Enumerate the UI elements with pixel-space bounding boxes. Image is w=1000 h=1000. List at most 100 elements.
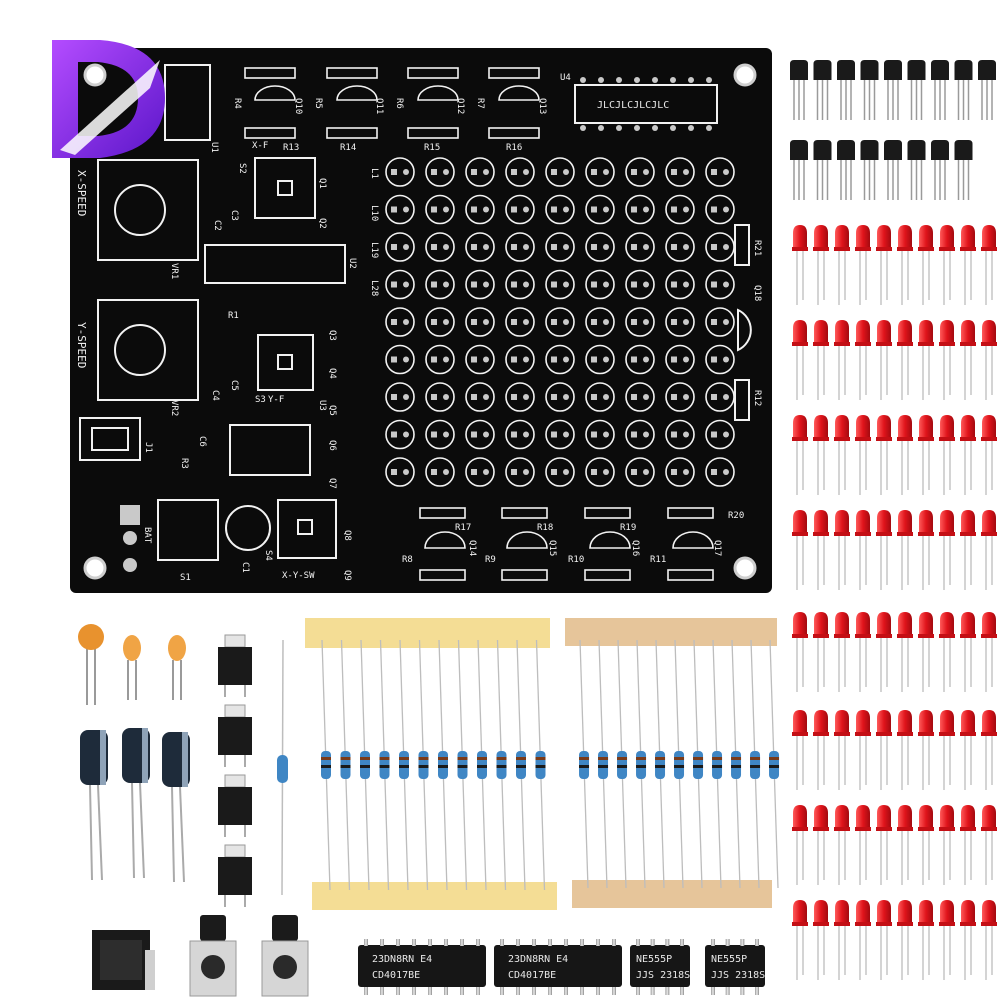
led-pad — [511, 469, 517, 475]
dc-jack — [92, 930, 155, 990]
led-pad — [723, 469, 729, 475]
led-pad — [643, 431, 649, 438]
led-pad — [551, 169, 557, 175]
led-pad — [723, 394, 729, 400]
label-q5: Q5 — [327, 405, 337, 416]
led-pad — [643, 169, 649, 175]
led-footprint — [385, 344, 415, 375]
led-rim — [813, 437, 829, 441]
ic-pin — [412, 987, 416, 995]
led-pad — [643, 206, 649, 213]
led-rim — [834, 827, 850, 831]
led-pad — [511, 244, 517, 250]
led-pad — [671, 281, 677, 288]
ic-ne555-2: NE555P JJS 2318S — [705, 945, 765, 987]
red-led — [877, 320, 891, 345]
led-pad — [631, 244, 637, 250]
label-q12: Q12 — [455, 98, 465, 114]
label-q15: Q15 — [547, 540, 557, 556]
led-pad — [591, 469, 597, 475]
led-pad — [711, 469, 717, 475]
label-r21: R21 — [752, 240, 762, 256]
led-footprint — [465, 194, 495, 225]
switch-cap — [224, 634, 246, 648]
resistor-band — [636, 765, 647, 768]
transistor — [884, 140, 902, 160]
led-pad — [603, 431, 609, 438]
led-footprint — [545, 307, 575, 337]
red-led — [877, 710, 891, 735]
led-footprint — [625, 382, 655, 412]
transistor — [907, 140, 926, 160]
led-footprint — [505, 232, 535, 262]
ic-2-line-1: 23DN8RN E4 — [508, 954, 568, 965]
led-footprint — [465, 307, 495, 337]
transistor — [931, 60, 949, 80]
resistor-band — [617, 765, 628, 768]
led-pad — [591, 281, 597, 288]
transistor — [860, 140, 879, 160]
led-pad — [551, 394, 557, 400]
led-footprint — [625, 307, 655, 337]
led-footprint — [665, 194, 695, 225]
resistor-footprint — [326, 67, 378, 79]
switch-body — [218, 717, 252, 755]
led-pad — [471, 356, 477, 363]
ceramic-capacitors — [78, 624, 186, 705]
led-pad — [591, 431, 597, 438]
led-rim — [792, 634, 808, 638]
led-rim — [834, 922, 850, 926]
label-r11: R11 — [650, 555, 666, 565]
led-pad — [403, 394, 409, 400]
c1-footprint — [225, 505, 271, 551]
resistor-band — [496, 765, 507, 768]
resistor-band — [674, 765, 685, 768]
ic-pin — [665, 939, 670, 946]
led-rim — [897, 532, 913, 536]
red-led — [919, 510, 933, 535]
red-led — [856, 225, 870, 250]
led-footprint — [505, 307, 535, 337]
resistor-footprint — [419, 507, 466, 519]
red-led — [793, 415, 807, 440]
resistor-band — [769, 765, 780, 768]
label-x-f: X-F — [252, 141, 268, 151]
ic-pin — [650, 987, 655, 995]
transistor — [954, 60, 973, 80]
led-footprint — [585, 232, 615, 262]
red-led — [898, 225, 912, 250]
led-pad — [443, 281, 449, 288]
resistor-band — [535, 757, 546, 760]
resistor-band — [379, 757, 390, 760]
red-led — [919, 415, 933, 440]
led-footprint — [425, 419, 455, 450]
led-pad — [723, 431, 729, 438]
led-pad — [391, 469, 397, 475]
resistor-band — [731, 765, 742, 768]
led-pad — [431, 169, 437, 175]
resistor-band — [340, 757, 351, 760]
u3-footprint — [229, 424, 311, 476]
led-pad — [471, 169, 477, 175]
led-footprint — [665, 382, 695, 412]
red-led — [793, 510, 807, 535]
led-pad — [723, 281, 729, 288]
label-j1: J1 — [143, 442, 153, 453]
label-q11: Q11 — [374, 98, 384, 114]
transistor-footprint — [336, 85, 378, 101]
led-footprint — [505, 344, 535, 375]
red-led — [919, 710, 933, 735]
led-pad — [563, 356, 569, 363]
transistor — [978, 60, 996, 80]
led-pad — [603, 394, 609, 400]
resistor-footprint — [584, 569, 631, 581]
led-pad — [671, 169, 677, 175]
ic-pin — [516, 987, 520, 995]
red-led — [877, 415, 891, 440]
led-pad — [391, 319, 397, 325]
transistor — [813, 140, 832, 160]
led-rim — [939, 532, 955, 536]
resistor-band — [399, 757, 409, 760]
u4-pad — [670, 77, 676, 83]
led-pad — [631, 431, 637, 438]
